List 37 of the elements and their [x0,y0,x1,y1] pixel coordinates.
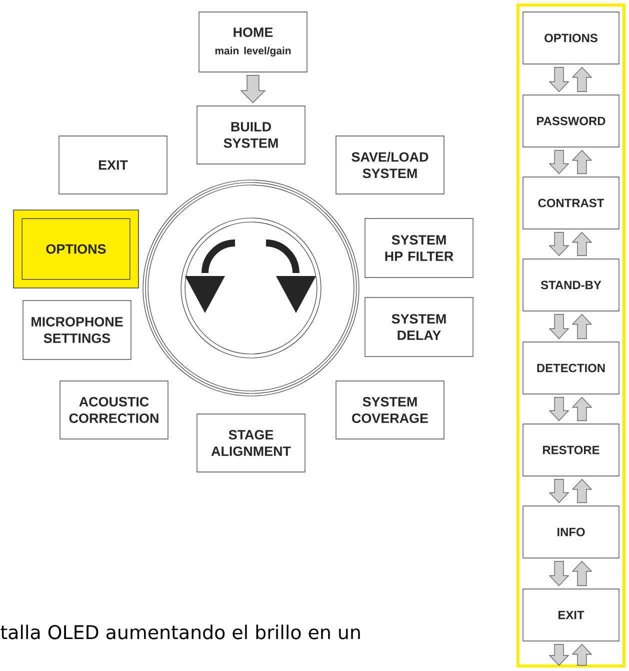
menu-box: ACOUSTIC CORRECTION [60,380,168,440]
menu-box: STAGE ALIGNMENT [196,414,306,472]
block-arrow [548,150,570,174]
block-arrow [572,478,592,503]
menu-box: SAVE/LOAD SYSTEM [336,136,444,194]
block-arrow [548,479,570,504]
menu-box: MICROPHONE SETTINGS [22,300,132,360]
menu-box: BUILD SYSTEM [196,106,306,164]
block-arrow [548,314,570,340]
menu-box: OPTIONS [522,12,620,64]
menu-box: HOME main level/gain [198,12,308,72]
block-arrow [572,644,592,666]
block-arrow [548,232,570,256]
menu-box: CONTRAST [522,176,620,230]
block-arrow [572,232,592,256]
highlighted-menu-box: OPTIONS [13,210,139,288]
block-arrow [548,644,570,666]
block-arrow [572,150,592,174]
block-arrow [548,397,570,422]
menu-box: SYSTEM DELAY [364,297,474,357]
menu-box: SYSTEM HP FILTER [364,218,474,278]
menu-box: INFO [522,506,620,558]
block-arrow [548,67,570,92]
menu-box: PASSWORD [522,94,620,148]
menu-box: SYSTEM COVERAGE [336,380,444,440]
block-arrow [572,66,592,92]
menu-box: STAND-BY [522,258,620,312]
menu-box: EXIT [522,588,620,642]
menu-box: DETECTION [522,342,620,394]
block-arrow [572,560,592,586]
block-arrow [240,75,266,104]
block-arrow [572,314,592,339]
menu-box: RESTORE [522,424,620,476]
block-arrow [548,561,570,586]
menu-box: EXIT [58,136,168,194]
block-arrow [572,396,592,421]
body-text: talla OLED aumentando el brillo en un [0,624,360,640]
